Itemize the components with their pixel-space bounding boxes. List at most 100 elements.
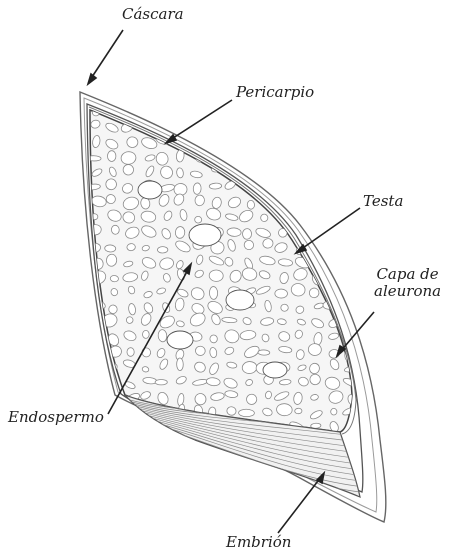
endosperm-cell (331, 273, 342, 284)
endosperm-cell (278, 140, 286, 148)
endosperm-cell (275, 103, 287, 115)
label-testa: Testa (363, 193, 403, 210)
endosperm-cell (275, 166, 289, 175)
endosperm-cell (176, 110, 184, 119)
endosperm-cell (348, 423, 359, 432)
endosperm-large-cell (226, 290, 254, 310)
endosperm-cell (108, 151, 116, 162)
endosperm-cell (227, 152, 237, 162)
endosperm-cell (92, 425, 101, 434)
endosperm-cell (122, 111, 135, 117)
endosperm-large-cell (167, 331, 193, 349)
endosperm-cell (177, 358, 184, 371)
endosperm-cell (275, 123, 286, 130)
endosperm-cell (244, 151, 256, 162)
endosperm-cell (257, 182, 271, 194)
label-pericarpio: Pericarpio (236, 84, 314, 101)
endosperm-cell (343, 137, 354, 148)
endosperm-cell (299, 139, 306, 146)
endosperm-cell (209, 286, 218, 299)
endosperm-cell (241, 119, 254, 133)
endosperm-cell (310, 220, 328, 237)
endosperm-cell (258, 147, 271, 162)
label-capa-line1: Capa de (374, 266, 441, 283)
endosperm-cell (277, 149, 294, 163)
endosperm-cell (195, 104, 203, 117)
endosperm-cell (264, 109, 272, 116)
endosperm-cell (213, 136, 224, 148)
endosperm-cell (244, 135, 255, 143)
endosperm-cell (193, 126, 202, 134)
endosperm-cell (245, 164, 256, 173)
endosperm-cell (88, 361, 100, 369)
endosperm-cell (297, 106, 308, 116)
endosperm-cell (210, 335, 218, 343)
label-capa-de-aleurona: Capa de aleurona (374, 266, 441, 301)
endosperm-cell (324, 196, 340, 210)
endosperm-cell (242, 228, 251, 239)
endosperm-cell (309, 196, 321, 204)
arrow-testa (300, 208, 360, 250)
endosperm-cell (328, 179, 339, 191)
endosperm-cell (343, 150, 357, 162)
endosperm-cell (311, 169, 320, 180)
endosperm-cell (195, 195, 205, 206)
endosperm-cell (349, 244, 357, 252)
endosperm-cell (175, 226, 185, 238)
endosperm-cell (260, 214, 268, 222)
endosperm-cell (345, 214, 356, 227)
endosperm-cell (309, 136, 322, 148)
endosperm-cell (91, 376, 105, 387)
endosperm-cell (330, 169, 338, 179)
arrow-pericarpio (170, 100, 232, 140)
endosperm-cell (209, 183, 222, 189)
endosperm-cell (342, 168, 356, 178)
endosperm-cell (142, 330, 149, 338)
endosperm-cell (259, 167, 269, 177)
endosperm-cell (293, 121, 305, 135)
endosperm-cell (330, 104, 342, 118)
endosperm-cell (329, 151, 340, 157)
endosperm-cell (324, 136, 338, 149)
endosperm-cell (345, 289, 359, 300)
endosperm-cell (291, 195, 305, 206)
endosperm-large-cell (138, 181, 162, 199)
endosperm-cell (281, 304, 289, 312)
endosperm-cell (239, 409, 255, 417)
endosperm-cell (345, 178, 359, 191)
endosperm-cell (343, 254, 360, 268)
arrow-embrion (278, 477, 321, 533)
endosperm-cell (226, 104, 236, 118)
endosperm-cell (297, 167, 307, 178)
endosperm-cell (109, 422, 121, 431)
label-capa-line2: aleurona (374, 283, 441, 300)
endosperm-cell (225, 137, 236, 146)
endosperm-cell (111, 225, 120, 235)
endosperm-cell (127, 348, 134, 357)
endosperm-cell (325, 209, 341, 224)
endosperm-cell (345, 109, 361, 122)
endosperm-cell (91, 213, 98, 220)
endosperm-cell (155, 380, 167, 385)
endosperm-cell (247, 106, 256, 117)
endosperm-cell (140, 422, 157, 437)
endosperm-cell (327, 252, 337, 265)
label-endospermo: Endospermo (8, 409, 104, 426)
endosperm-cell (317, 181, 324, 188)
endosperm-cell (296, 150, 307, 160)
arrow-cascara-head (88, 74, 96, 84)
endosperm-cell (94, 389, 103, 402)
endosperm-cell (89, 345, 103, 357)
endosperm-cell (277, 178, 287, 191)
endosperm-cell (308, 149, 325, 162)
endosperm-cell (204, 120, 222, 136)
endosperm-cell (259, 137, 269, 150)
endosperm-cell (142, 108, 150, 118)
endosperm-cell (347, 197, 355, 209)
endosperm-cell (152, 101, 171, 119)
endosperm-cell (297, 180, 304, 188)
endosperm-cell (345, 121, 358, 134)
endosperm-cell (171, 120, 187, 134)
label-cascara: Cáscara (122, 6, 184, 23)
endosperm-cell (295, 211, 303, 218)
